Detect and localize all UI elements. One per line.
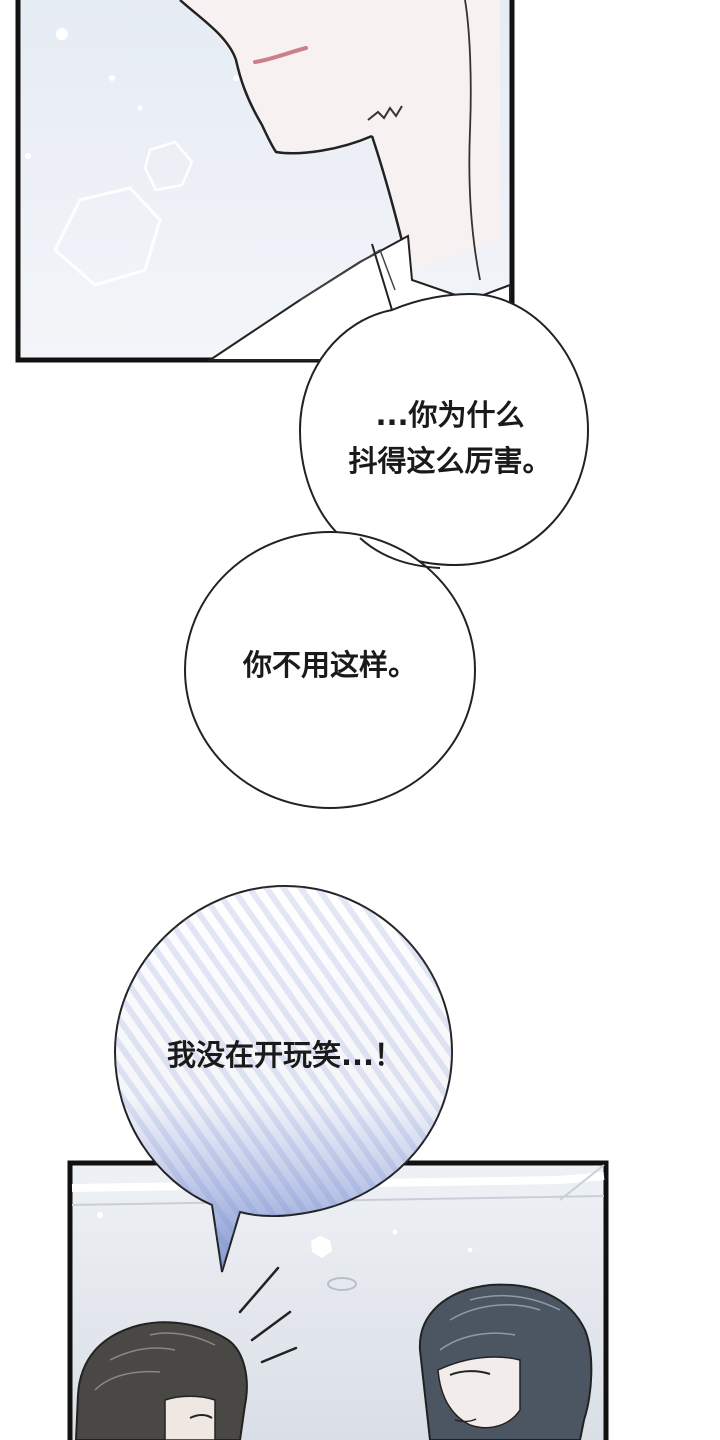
bottom-panel bbox=[67, 1160, 609, 1440]
bubble-1-line-1: ...你为什么 bbox=[375, 398, 525, 432]
bubble-1-line-2: 抖得这么厉害。 bbox=[348, 444, 552, 478]
bubble-2-line-1: 你不用这样。 bbox=[242, 648, 417, 682]
speech-bubble-1 bbox=[298, 243, 590, 567]
bubble-1-text: ...你为什么 抖得这么厉害。 bbox=[330, 392, 570, 484]
speech-bubble-3 bbox=[113, 884, 454, 1273]
bubble-3-line-1: 我没在开玩笑...！ bbox=[166, 1038, 404, 1072]
bubble-2-text: 你不用这样。 bbox=[200, 642, 460, 688]
speech-bubble-2 bbox=[184, 531, 476, 809]
bubble-3-text: 我没在开玩笑...！ bbox=[140, 1032, 430, 1078]
